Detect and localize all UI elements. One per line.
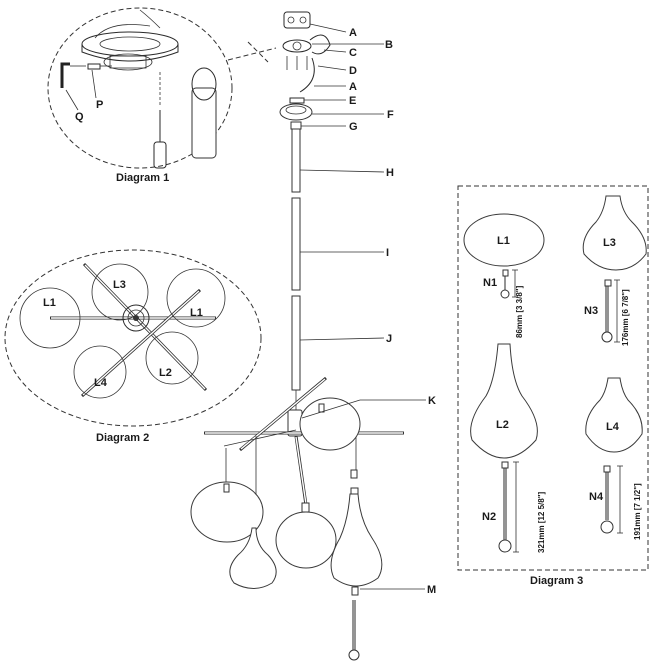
d2-label-L3: L3 <box>113 279 126 291</box>
d2-globe-L1-right <box>166 268 226 328</box>
d2-label-L2: L2 <box>159 367 172 379</box>
d3-label-L1: L1 <box>497 235 510 247</box>
label-B: B <box>385 39 393 51</box>
main-fixture <box>190 11 404 661</box>
stem-H <box>291 128 301 193</box>
canopy <box>289 97 305 104</box>
diagram-1-leader <box>227 47 277 61</box>
bulb-M-socket <box>351 586 359 596</box>
diagram-1-boundary <box>47 7 233 169</box>
diagram-2-caption: Diagram 2 <box>96 432 149 444</box>
d3-bulb-N3 <box>601 331 613 343</box>
canopy-collar-G <box>290 121 302 130</box>
d2-hub <box>122 304 150 332</box>
d3-label-L3: L3 <box>603 237 616 249</box>
globe-L3-main <box>229 527 277 589</box>
bulb-M-tip <box>348 649 360 661</box>
d3-globe-L4 <box>585 377 643 453</box>
d2-label-L1-right: L1 <box>190 307 203 319</box>
d3-globe-L1 <box>463 213 545 267</box>
globe-L4-main <box>275 511 337 569</box>
label-I: I <box>386 247 389 259</box>
d3-label-N3: N3 <box>584 305 598 317</box>
d3-dim-N2: 321mm [12 5/8"] <box>537 492 546 553</box>
d3-label-N2: N2 <box>482 511 496 523</box>
label-A-bottom: A <box>349 81 357 93</box>
label-Q: Q <box>75 111 84 123</box>
label-E: E <box>349 95 356 107</box>
d2-globe-L1-left <box>19 287 81 349</box>
d3-label-N4: N4 <box>589 491 604 503</box>
d2-label-L1-left: L1 <box>43 297 56 309</box>
part-labels: A B C D A E F G H I J K M <box>299 23 436 596</box>
label-H: H <box>386 167 394 179</box>
d3-dim-N4: 191mm [7 1/2"] <box>633 483 642 540</box>
d3-bulb-N1 <box>500 289 510 299</box>
d2-globe-L3 <box>91 263 149 321</box>
diagram-1: P Q Diagram 1 <box>47 7 233 184</box>
ground-wire <box>309 34 331 55</box>
label-A-top: A <box>349 27 357 39</box>
label-M: M <box>427 584 436 596</box>
allen-key-Q <box>60 62 70 88</box>
diagram-2-boundary <box>4 249 262 427</box>
d2-globe-L4 <box>73 345 127 399</box>
globe-back <box>299 397 361 451</box>
d3-dim-N3: 176mm [6 7/8"] <box>621 289 630 346</box>
globe-L1-main <box>190 481 264 543</box>
d3-globe-L2 <box>470 343 538 459</box>
canopy-plate <box>81 31 179 57</box>
diagram-2: L3 L1 L1 L4 L2 Diagram 2 <box>4 249 262 444</box>
stem-I <box>291 197 301 291</box>
stem-pipe <box>191 87 217 159</box>
diagram-3: L1 L3 L2 L4 N1 86mm [3 3/8"] N3 176mm [6… <box>457 185 649 587</box>
label-J: J <box>386 333 392 345</box>
d3-label-N1: N1 <box>483 277 497 289</box>
d3-bulb-N4 <box>600 520 614 534</box>
globe-L2-main <box>330 493 383 587</box>
d2-globe-L2 <box>145 331 199 385</box>
d3-bulb-N2 <box>498 539 512 553</box>
d3-dim-N1: 86mm [3 3/8"] <box>515 285 524 338</box>
stem-J <box>291 295 301 391</box>
label-C: C <box>349 47 357 59</box>
crossbar <box>282 39 312 53</box>
d3-label-L4: L4 <box>606 421 620 433</box>
d2-label-L4: L4 <box>94 377 108 389</box>
mounting-bracket <box>283 11 311 29</box>
label-D: D <box>349 65 357 77</box>
diagram-1-caption: Diagram 1 <box>116 172 169 184</box>
label-F: F <box>387 109 394 121</box>
diagram-3-boundary <box>457 185 649 571</box>
diagram-3-caption: Diagram 3 <box>530 575 583 587</box>
d3-label-L2: L2 <box>496 419 509 431</box>
set-screw-P <box>87 63 101 70</box>
label-P: P <box>96 99 103 111</box>
label-G: G <box>349 121 358 133</box>
label-K: K <box>428 395 436 407</box>
d3-globe-L3 <box>582 195 647 271</box>
